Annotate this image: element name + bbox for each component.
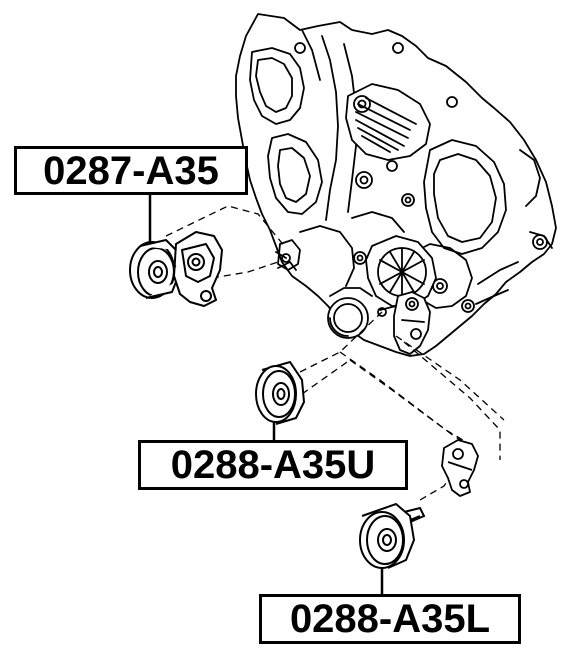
engine-timing-cover [235, 13, 557, 357]
part-number-label-0288-a35l: 0288-A35L [259, 594, 521, 644]
idler-pulley-lower [359, 502, 426, 569]
assembly-lines [165, 205, 505, 501]
part-number-label-0288-a35u: 0288-A35U [138, 440, 408, 490]
part-number-label-0287-a35: 0287-A35 [14, 146, 248, 195]
label-leaders [148, 195, 384, 594]
idler-pulley-upper-left [129, 231, 223, 307]
idler-pulley-upper [255, 360, 306, 425]
tensioner-bracket [441, 439, 479, 497]
